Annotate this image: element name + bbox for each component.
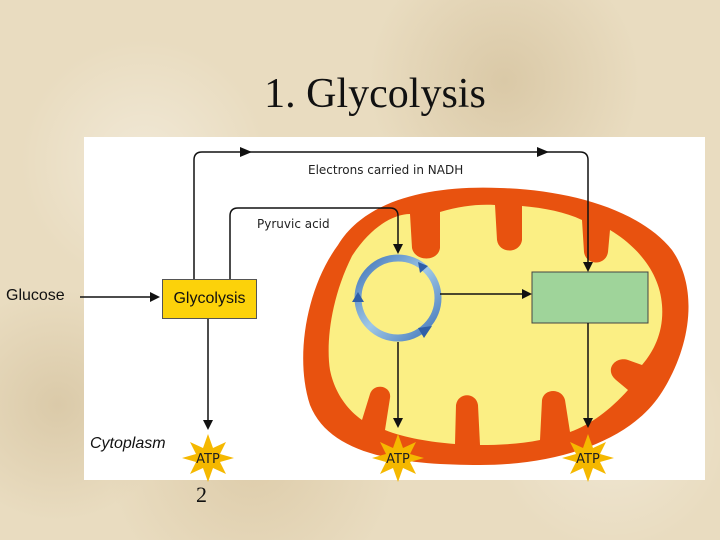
slide-title: 1. Glycolysis [264, 71, 486, 117]
atp-star-glycolysis: ATP [182, 434, 234, 482]
atp-star-cycle: ATP [372, 434, 424, 482]
atp-text-glycolysis: ATP [196, 452, 220, 467]
glucose-label: Glucose [6, 287, 65, 304]
mitochondrion-matrix [328, 204, 663, 445]
glycolysis-atp-count: 2 [196, 482, 207, 507]
pyruvic-acid-path [229, 207, 403, 279]
nadh-electron-path [193, 151, 593, 279]
cycle-arrow-top [418, 262, 428, 273]
electron-transport-box [531, 271, 649, 324]
nadh-arrow-head-2 [537, 147, 549, 157]
pyruvic-acid-label: Pyruvic acid [257, 217, 330, 231]
electrons-nadh-label: Electrons carried in NADH [308, 163, 464, 177]
cytoplasm-label: Cytoplasm [90, 435, 166, 452]
cycle-arrow-left [352, 292, 364, 302]
cycle-arrow-right [418, 326, 432, 338]
atp-star-etc: ATP [562, 434, 614, 482]
nadh-arrow-head-1 [240, 147, 252, 157]
atp-text-cycle: ATP [386, 452, 410, 467]
atp-text-etc: ATP [576, 452, 600, 467]
glycolysis-box: Glycolysis [162, 279, 257, 319]
